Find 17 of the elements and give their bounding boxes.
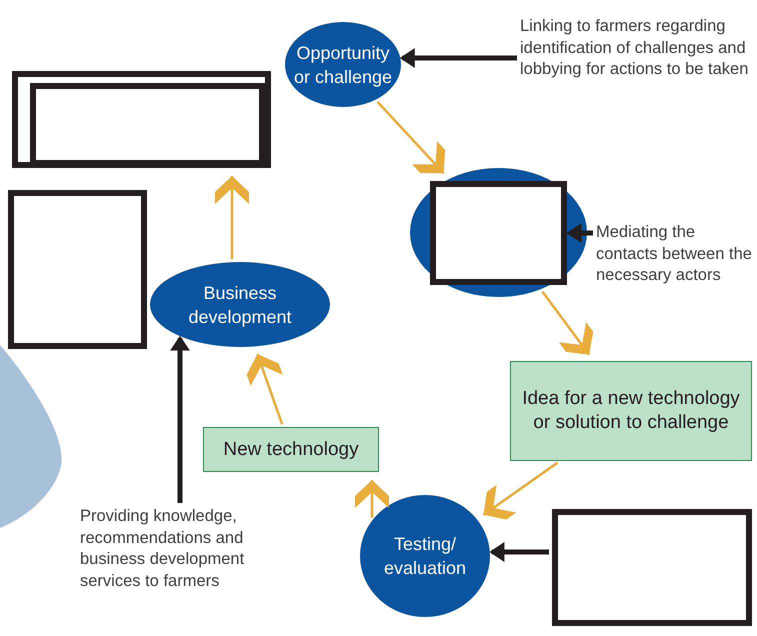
arrow bbox=[170, 336, 190, 503]
description-text: Mediating the contacts between the necessary actors bbox=[596, 222, 756, 312]
arrow bbox=[566, 223, 593, 243]
arrow bbox=[489, 542, 549, 562]
leaf-shape bbox=[0, 345, 62, 528]
empty-box bbox=[12, 71, 271, 168]
empty-box bbox=[552, 509, 752, 626]
process-ellipse: Testing/ evaluation bbox=[360, 495, 490, 617]
process-ellipse: Opportunity or challenge bbox=[285, 22, 401, 107]
process-ellipse: Business development bbox=[150, 262, 330, 347]
description-text: Linking to farmers regarding identification of challenges and lobbying for actions to be taken bbox=[520, 16, 756, 104]
description-text: Providing knowledge, recommendations and business development services to farmers bbox=[80, 506, 290, 594]
arrow bbox=[400, 48, 517, 68]
empty-box bbox=[430, 181, 567, 285]
process-box: Idea for a new technology or solution to challenge bbox=[510, 361, 752, 461]
empty-box bbox=[8, 190, 147, 349]
process-box: New technology bbox=[203, 427, 379, 472]
